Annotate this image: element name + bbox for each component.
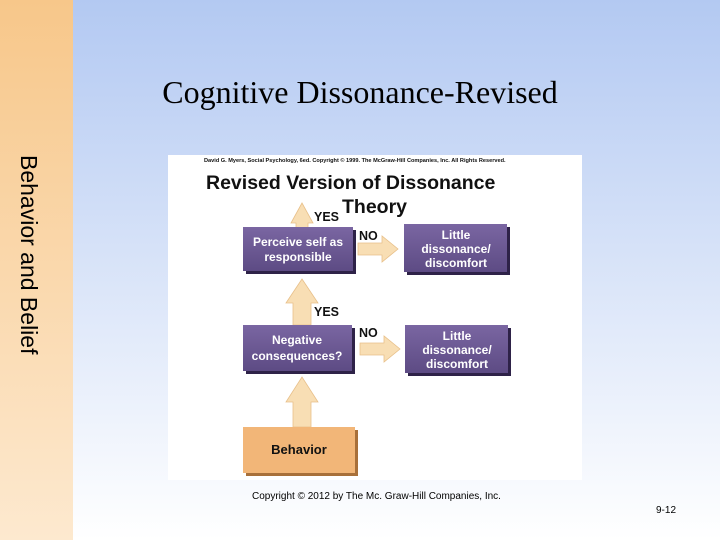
box-little-bottom-line2: dissonance/ xyxy=(422,343,492,357)
box-perceive-line2: responsible xyxy=(264,250,332,264)
box-little-dissonance-bottom xyxy=(405,325,508,373)
page-number: 9-12 xyxy=(656,505,677,516)
box-little-top-line2: dissonance/ xyxy=(421,242,491,256)
box-little-dissonance-top xyxy=(404,224,507,272)
no-label-middle: NO xyxy=(359,326,378,340)
right-arrow-middle xyxy=(359,335,401,363)
right-arrow-top xyxy=(357,235,399,263)
figure-credit: David G. Myers, Social Psychology, 6ed. … xyxy=(204,157,506,164)
no-label-top: NO xyxy=(359,229,378,243)
figure-heading-line2: Theory xyxy=(342,196,407,218)
box-little-bottom-line3: discomfort xyxy=(426,357,488,371)
box-little-top-line3: discomfort xyxy=(425,256,487,270)
up-arrow-bottom xyxy=(285,376,319,428)
box-behavior xyxy=(243,427,355,473)
box-perceive-line1: Perceive self as xyxy=(253,235,343,249)
figure-heading-line1: Revised Version of Dissonance xyxy=(206,172,496,194)
box-little-bottom-line1: Little xyxy=(443,329,472,343)
yes-label-middle: YES xyxy=(314,305,339,319)
box-negative-line1: Negative xyxy=(272,333,322,347)
up-arrow-middle xyxy=(285,278,319,326)
box-behavior-label: Behavior xyxy=(271,442,327,457)
box-perceive-responsible xyxy=(243,227,353,271)
left-accent-band xyxy=(0,0,73,540)
copyright-notice: Copyright © 2012 by The Mc. Graw-Hill Co… xyxy=(252,491,501,502)
slide-title: Cognitive Dissonance-Revised xyxy=(162,74,558,110)
yes-label-top: YES xyxy=(314,210,339,224)
box-little-top-line1: Little xyxy=(442,228,471,242)
box-negative-consequences xyxy=(243,325,352,371)
side-label: Behavior and Belief xyxy=(16,155,42,355)
dissonance-figure: David G. Myers, Social Psychology, 6ed. … xyxy=(168,155,582,480)
box-negative-line2: consequences? xyxy=(252,349,343,363)
